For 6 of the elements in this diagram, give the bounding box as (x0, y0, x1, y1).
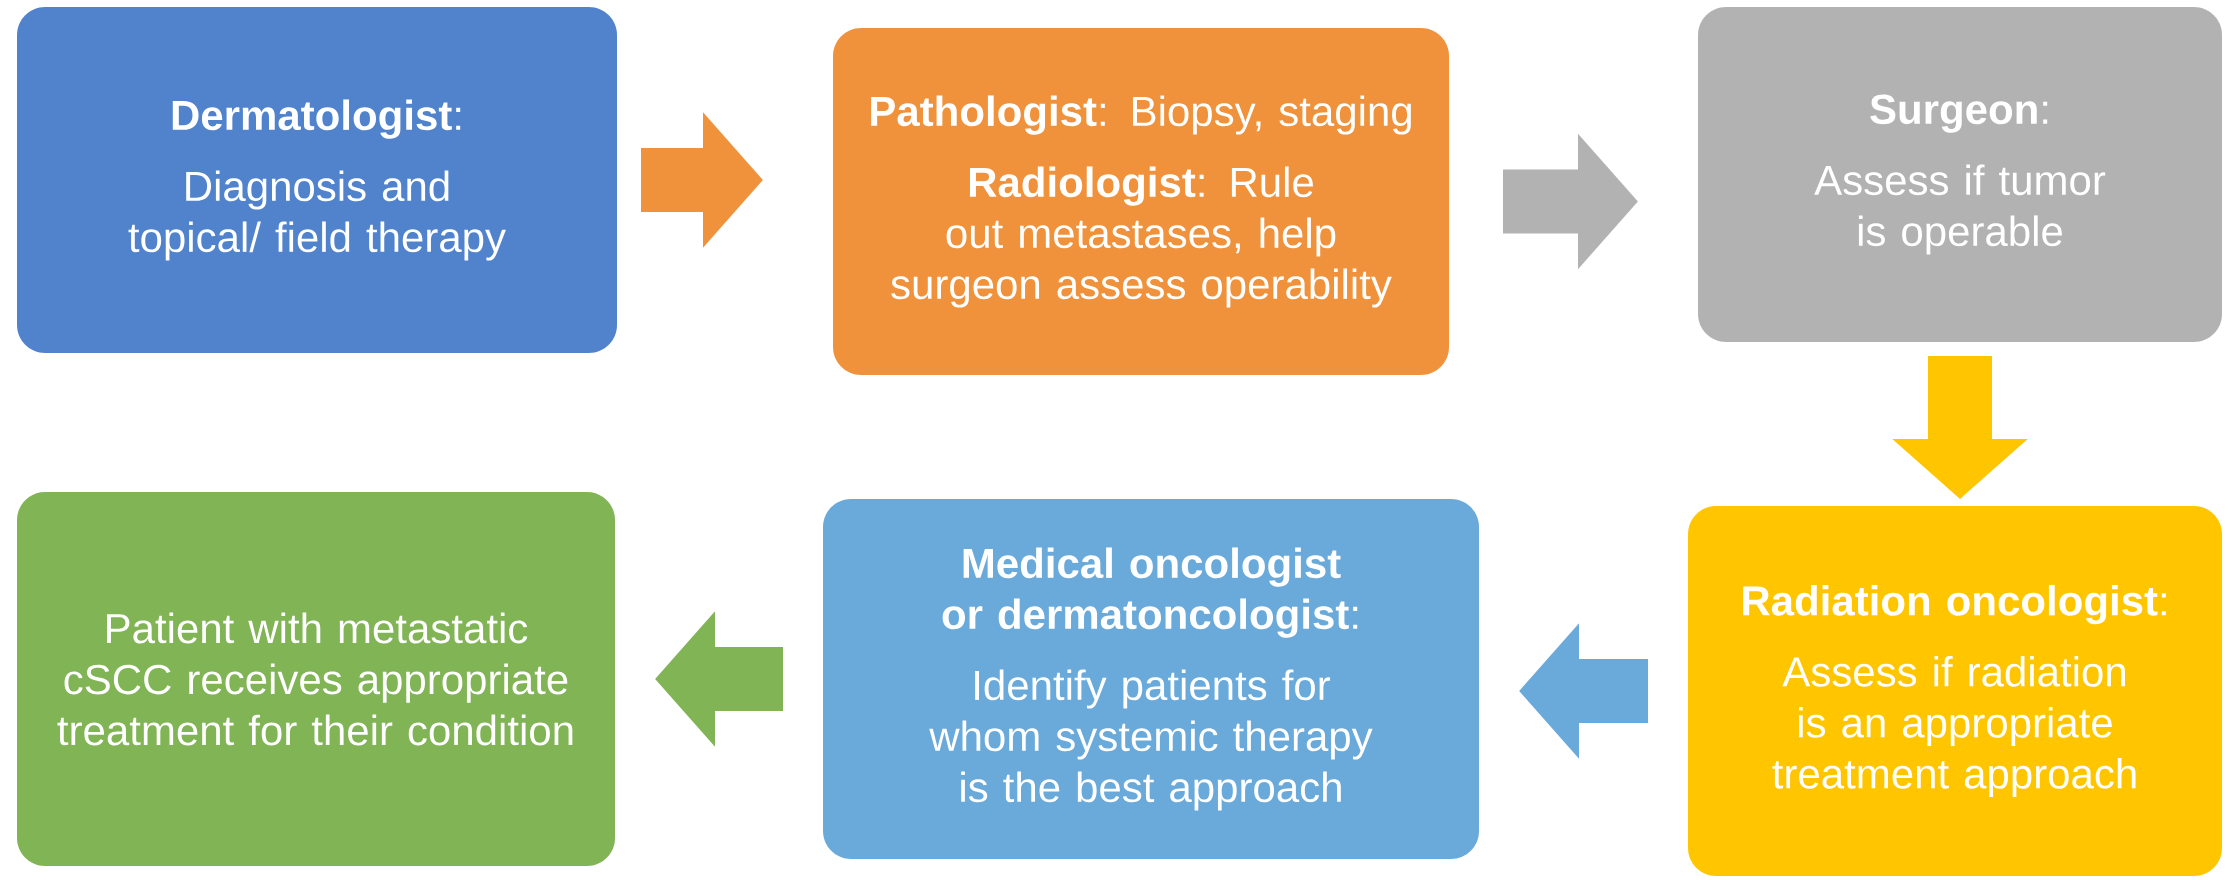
process-box: Radiation oncologist: Assess if radiation is an appropriate treatment approach (1688, 506, 2222, 876)
process-box: Medical oncologist or dermatoncologist: Identify patients for whom systemic therapy is the best approach (823, 499, 1479, 859)
process-box: Pathologist: Biopsy, staging Radiologist: Rule out metastases, help surgeon assess operability (833, 28, 1449, 375)
process-box: Surgeon: Assess if tumor is operable (1698, 7, 2222, 342)
process-box: Dermatologist: Diagnosis and topical/ field therapy (17, 7, 617, 353)
process-box: Patient with metastatic cSCC receives appropriate treatment for their condition (17, 492, 615, 866)
